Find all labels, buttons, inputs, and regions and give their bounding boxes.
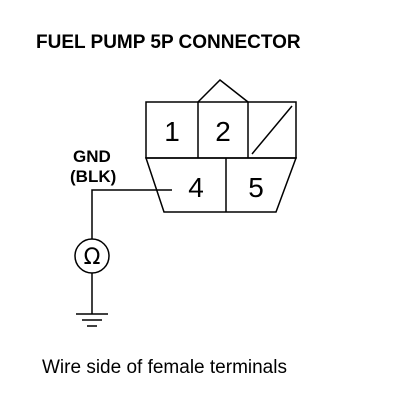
connector-lower-row [144, 157, 298, 213]
ground-label-wire-color: (BLK) [70, 167, 116, 186]
diagram-title: FUEL PUMP 5P CONNECTOR [36, 32, 301, 53]
terminal-1-label: 1 [164, 116, 180, 147]
terminal-3-unused-mark [251, 105, 293, 155]
terminal-5-label: 5 [248, 172, 264, 203]
terminal-2-label: 2 [215, 116, 231, 147]
connector-5p: 1 2 4 5 [144, 78, 298, 213]
ground-icon [76, 313, 108, 327]
ohmmeter-symbol: Ω [84, 245, 101, 270]
ohmmeter-icon: Ω [74, 238, 110, 274]
terminal-4-label: 4 [188, 172, 204, 203]
test-lead-wire [91, 189, 172, 239]
diagram-caption: Wire side of female terminals [42, 357, 287, 378]
ground-label-gnd: GND [73, 147, 111, 166]
connector-key-tab [197, 78, 249, 103]
